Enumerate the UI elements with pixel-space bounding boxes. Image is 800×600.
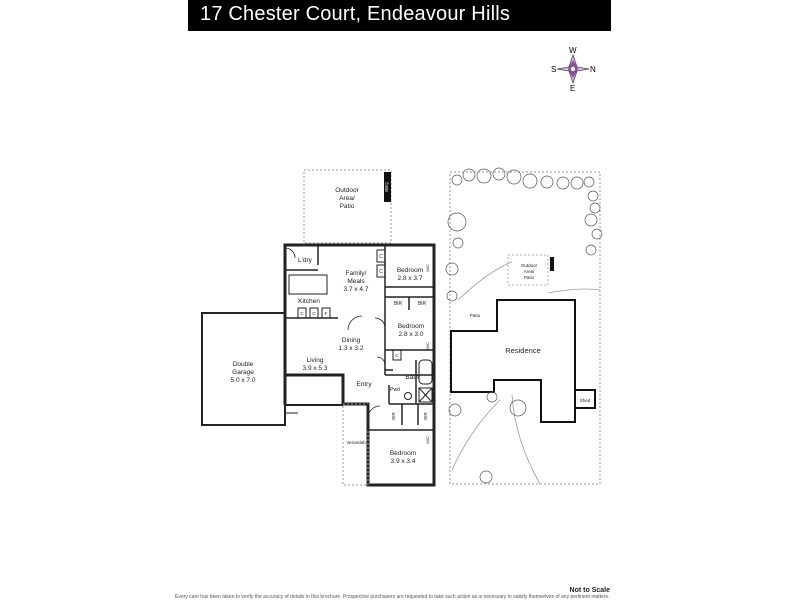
compass-e: E [570,84,575,93]
bedroom2-label: Bedroom [398,323,424,330]
bbq-label: BBQ [384,182,389,192]
cupboard-label-1: C [379,254,383,260]
disclaimer-text: Every care has been taken to verify the … [175,594,610,600]
wc-label-2: W/C [425,342,430,350]
cupboard-label-2: C [379,269,383,275]
bir-label-1: BIR [394,301,403,307]
compass-s: S [551,65,556,74]
page-title: 17 Chester Court, Endeavour Hills [200,3,511,25]
living-label: Living [307,357,324,364]
residence-outline [450,299,596,423]
garage-size: 5.0 x 7.0 [231,377,256,384]
outdoor-label-1: Outdoor [335,187,359,194]
site-patio-label: Patio [470,313,481,318]
site-outdoor-label-2: Area/ [524,269,536,274]
kitchen-label: Kitchen [298,298,320,305]
bedroom1-label: Bedroom [397,267,423,274]
verandah-outline [342,403,369,486]
bedroom2-size: 2.8 x 3.0 [399,331,424,338]
living-size: 3.9 x 5.3 [303,365,328,372]
wc-label-3: W/C [425,436,430,444]
bir-label-3: BIR [391,412,396,420]
bath-label: Bath [405,374,419,381]
site-plan [445,167,603,485]
trees [445,167,603,484]
wc-label-1: W/C [425,264,430,272]
entry-label: Entry [356,381,372,388]
bir-label-2: BIR [418,301,427,307]
cupboard-label-5: C [395,353,399,358]
garage-label-2: Garage [232,369,254,376]
title-bar: 17 Chester Court, Endeavour Hills [188,0,611,31]
garage-label-1: Double [233,361,254,368]
bbq-unit [384,172,391,202]
dining-size: 1.3 x 3.2 [339,345,364,352]
cupboard-label-3: C [300,311,304,316]
shed-label: Shed [580,398,591,403]
residence-label: Residence [505,346,540,355]
bedroom3-size: 3.9 x 3.4 [391,458,416,465]
compass-w: W [569,46,577,55]
outdoor-label-2: Area/ [339,195,355,202]
site-bbq [550,257,554,271]
bedroom3-label: Bedroom [390,450,416,457]
site-plan-labels: Outdoor Area/ Patio Patio Residence Shed [470,263,591,403]
fridge-label: F [325,311,328,316]
verandah-label: Verandah [346,440,366,445]
bedroom1-size: 2.8 x 3.7 [398,275,423,282]
compass-n: N [590,65,596,74]
bir-label-4: BIR [423,412,428,420]
outdoor-label-3: Patio [340,203,355,210]
scale-note: Not to Scale [569,587,610,594]
compass-icon: W S N E [551,46,596,93]
cupboard-label-4: C [312,311,316,316]
dining-label: Dining [342,337,361,344]
floor-plan [201,169,436,487]
site-boundary [449,171,601,485]
site-outdoor-label-1: Outdoor [521,263,538,268]
laundry-label: L'dry [298,257,313,264]
family-size: 3.7 x 4.7 [344,286,369,293]
floor-plan-labels: Outdoor Area/ Patio BBQ L'dry Family/ Me… [231,182,430,465]
site-outdoor-label-3: Patio [524,275,535,280]
powder-label: Pwd [390,387,400,393]
meals-label: Meals [347,278,365,285]
site-outdoor-area [507,254,549,286]
family-label: Family/ [346,270,367,277]
